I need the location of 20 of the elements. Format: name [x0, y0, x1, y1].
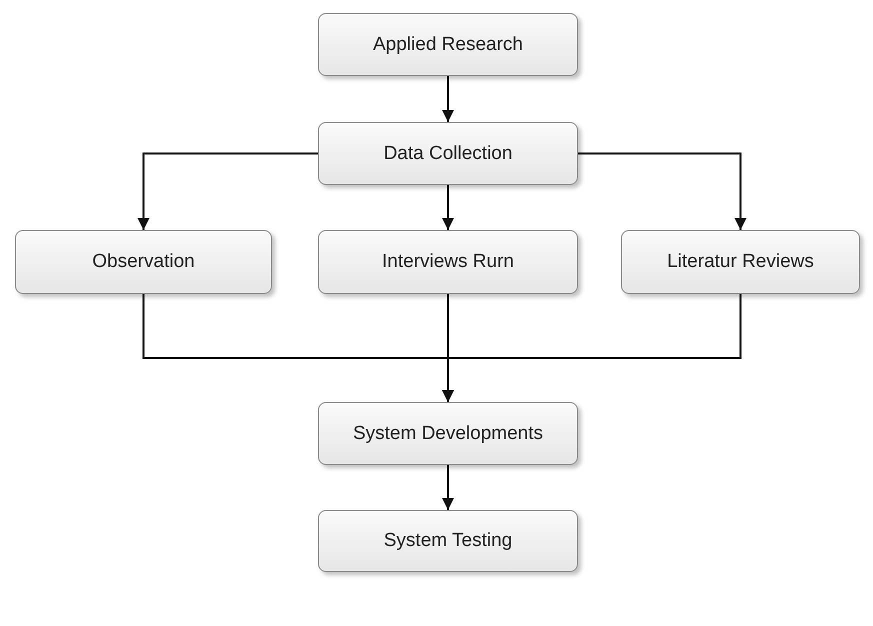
process-box: [318, 510, 578, 572]
process-box: [621, 230, 860, 294]
box-label: Applied Research: [373, 32, 523, 56]
arrow: [442, 294, 742, 402]
box-label: Literatur Reviews: [667, 250, 814, 274]
process-box: [318, 122, 578, 185]
process-box: [318, 13, 578, 76]
arrow: [442, 185, 454, 230]
process-box: [318, 230, 578, 294]
process-box: [318, 402, 578, 465]
arrow: [138, 152, 318, 230]
box-label: System Developments: [352, 422, 544, 446]
box-label: Observation: [92, 250, 195, 274]
arrow: [442, 76, 454, 122]
process-box: [15, 230, 272, 294]
box-label: Data Collection: [384, 142, 512, 166]
arrow: [442, 465, 454, 510]
box-label: Interviews Rurn: [382, 250, 514, 274]
box-label: System Testing: [384, 529, 512, 553]
arrow: [578, 152, 746, 230]
